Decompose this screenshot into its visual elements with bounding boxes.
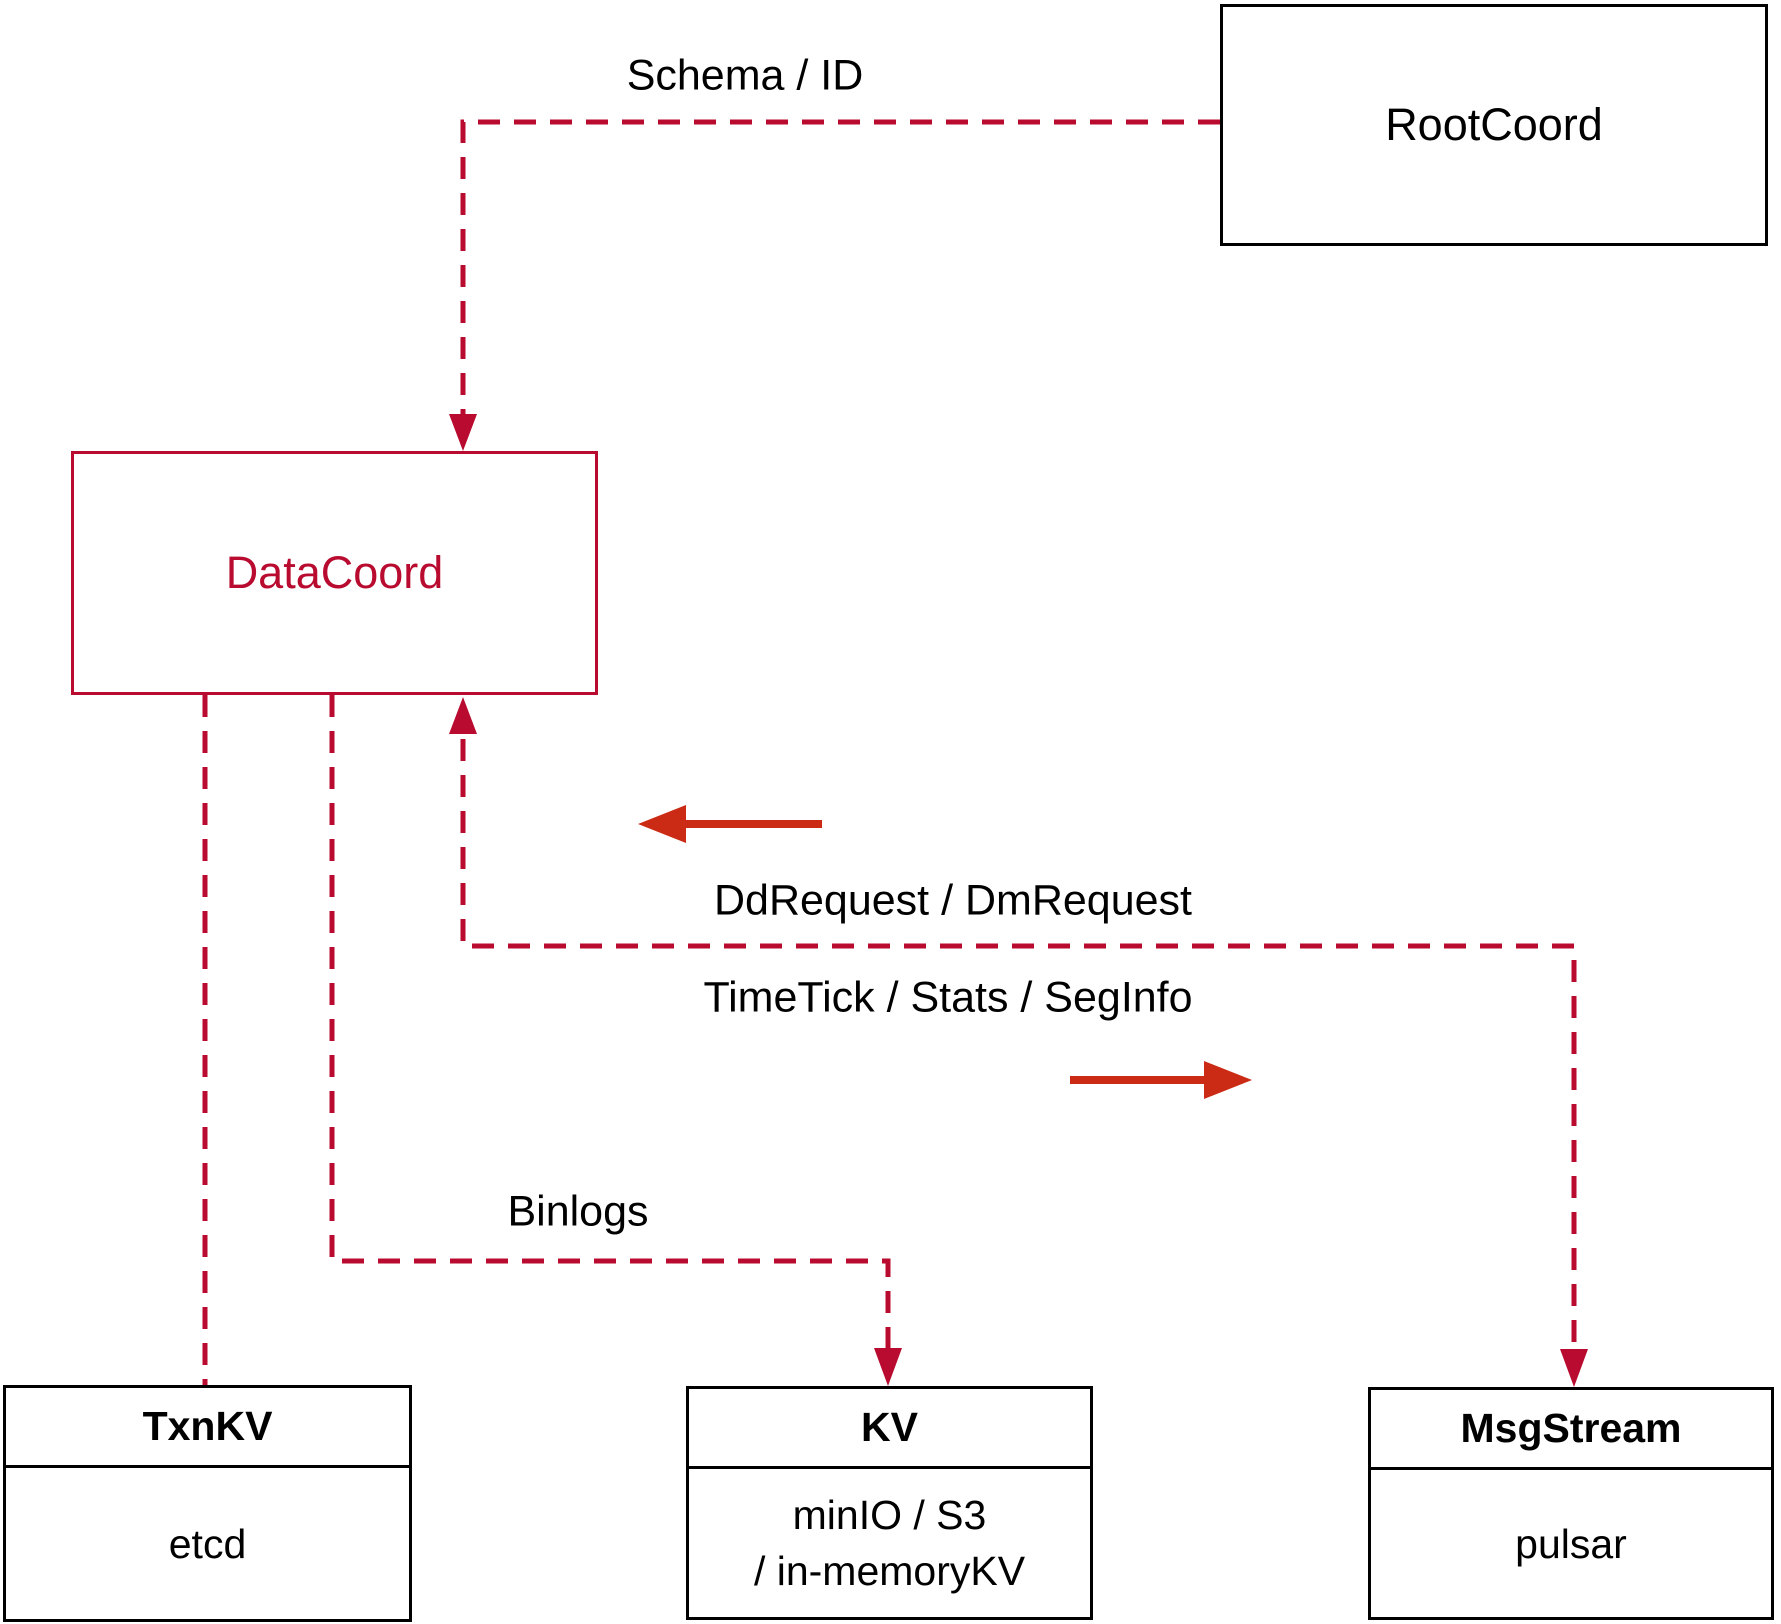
left-direction-arrow-icon <box>638 805 686 843</box>
edge-label-timetick-stats-seginfo: TimeTick / Stats / SegInfo <box>703 973 1193 1022</box>
kv-body-line: minIO / S3 <box>792 1492 987 1538</box>
txnkv-body-line: etcd <box>168 1520 247 1567</box>
msgstream-box: MsgStream pulsar <box>1368 1387 1774 1620</box>
kv-body-line: / in-memoryKV <box>753 1548 1026 1594</box>
msgstream-title: MsgStream <box>1371 1390 1771 1470</box>
edge-label-schema-id: Schema / ID <box>626 51 864 100</box>
edge-label-ddrequest-dmrequest: DdRequest / DmRequest <box>714 876 1192 925</box>
kv-box: KV minIO / S3 / in-memoryKV <box>686 1386 1093 1620</box>
binlogs-connector <box>329 695 891 1348</box>
kv-title: KV <box>689 1389 1090 1469</box>
msgstream-down-arrowhead-icon <box>1560 1349 1588 1387</box>
binlogs-arrowhead-icon <box>874 1348 902 1386</box>
datacoord-label: DataCoord <box>225 547 444 598</box>
ddrequest-up-arrowhead-icon <box>449 697 477 734</box>
rootcoord-label: RootCoord <box>1385 99 1603 150</box>
txnkv-box: TxnKV etcd <box>3 1385 412 1622</box>
txnkv-body: etcd <box>6 1468 409 1619</box>
schema-id-connector <box>460 119 1220 414</box>
datacoord-msgstream-connector <box>460 739 1577 1349</box>
msgstream-body: pulsar <box>1371 1470 1771 1617</box>
kv-body: minIO / S3 / in-memoryKV <box>689 1469 1090 1617</box>
msgstream-body-line: pulsar <box>1515 1520 1627 1567</box>
txnkv-title: TxnKV <box>6 1388 409 1468</box>
datacoord-box: DataCoord <box>71 451 598 695</box>
schema-id-arrowhead-icon <box>449 414 477 451</box>
edge-label-binlogs: Binlogs <box>507 1187 649 1236</box>
right-direction-arrow-icon <box>1204 1061 1252 1099</box>
rootcoord-box: RootCoord <box>1220 4 1768 246</box>
